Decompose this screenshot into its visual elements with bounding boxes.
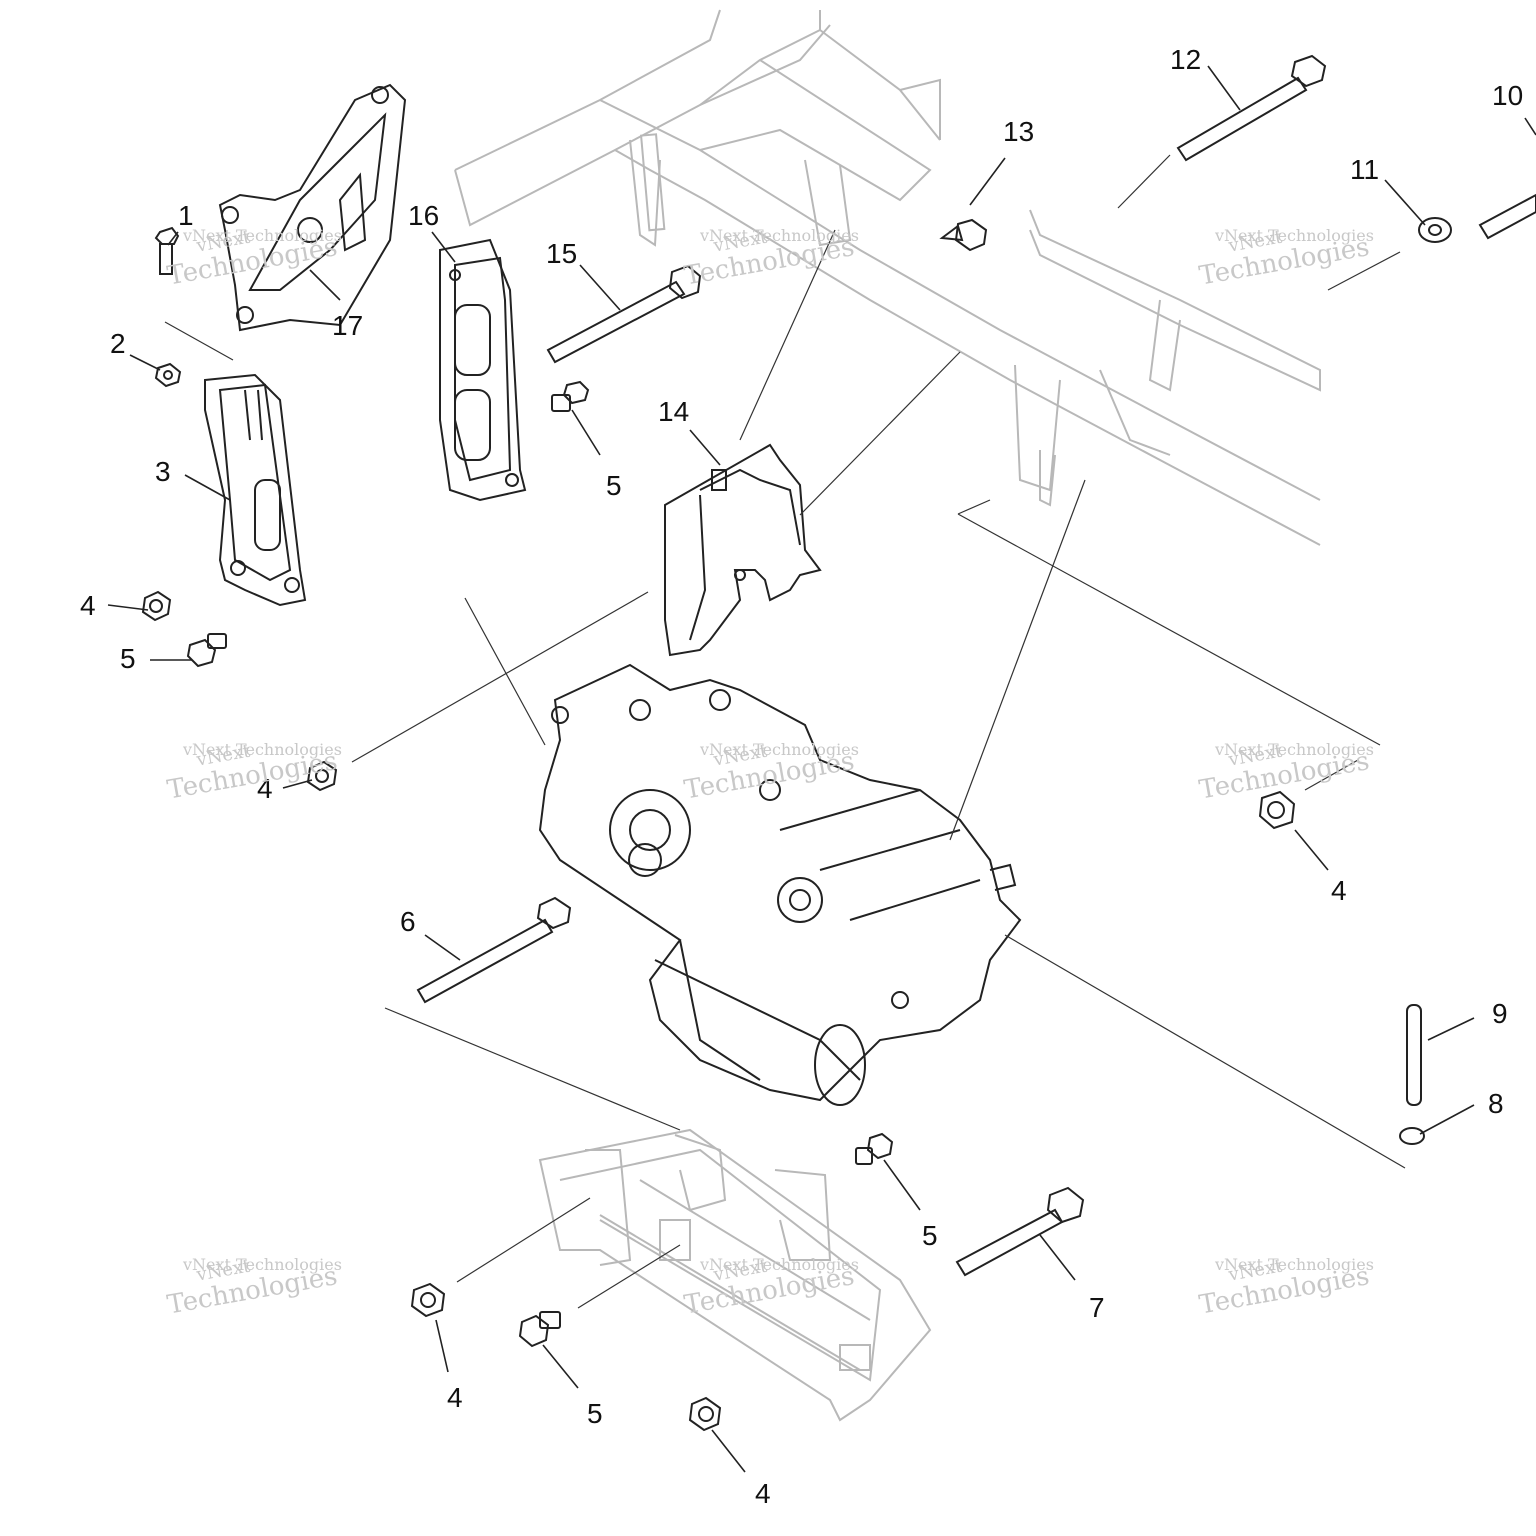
callout-16[interactable]: 16	[408, 200, 440, 231]
bolt-12[interactable]	[1176, 54, 1327, 162]
clip-8[interactable]	[1399, 1127, 1425, 1145]
bolt-10[interactable]	[1478, 193, 1536, 240]
callout-8[interactable]: 8	[1488, 1088, 1504, 1119]
bolt-6[interactable]	[416, 896, 572, 1004]
bolt-5-d[interactable]	[518, 1311, 561, 1348]
nut-4-e[interactable]	[1258, 790, 1296, 830]
callout-5-upper[interactable]: 5	[606, 470, 622, 501]
callout-4-right[interactable]: 4	[1331, 875, 1347, 906]
guard-plate-14[interactable]	[664, 443, 822, 657]
nut-4-c[interactable]	[410, 1282, 446, 1318]
lower-frame	[538, 1128, 932, 1422]
callout-1[interactable]: 1	[178, 200, 194, 231]
upper-frame	[454, 9, 1321, 546]
callout-13[interactable]: 13	[1003, 116, 1035, 147]
nut-4-d[interactable]	[688, 1396, 722, 1432]
callout-14[interactable]: 14	[658, 396, 690, 427]
callout-6[interactable]: 6	[400, 906, 416, 937]
callout-17[interactable]: 17	[332, 310, 364, 341]
bolt-5-c[interactable]	[855, 1132, 894, 1165]
bolt-5-b[interactable]	[551, 380, 590, 412]
callout-5-left[interactable]: 5	[120, 643, 136, 674]
mount-bracket-3[interactable]	[204, 373, 307, 607]
bolt-1[interactable]	[154, 226, 180, 275]
nut-4-b[interactable]	[306, 760, 338, 792]
nut-4-a[interactable]	[141, 590, 172, 622]
bolt-7[interactable]	[955, 1186, 1085, 1277]
nut-2[interactable]	[154, 362, 182, 388]
bolt-5-a[interactable]	[186, 633, 227, 668]
callout-10[interactable]: 10	[1492, 80, 1524, 111]
bolt-13[interactable]	[939, 218, 988, 252]
callout-4-left[interactable]: 4	[80, 590, 96, 621]
callout-4-lower-left[interactable]: 4	[447, 1382, 463, 1413]
callout-5-lower-mid[interactable]: 5	[922, 1220, 938, 1251]
callout-4-mid-left[interactable]: 4	[257, 773, 273, 804]
callout-15[interactable]: 15	[546, 238, 578, 269]
callout-3[interactable]: 3	[155, 456, 171, 487]
callout-2[interactable]: 2	[110, 328, 126, 359]
callout-12[interactable]: 12	[1170, 44, 1202, 75]
alignment-lines	[164, 154, 1406, 1309]
callout-7[interactable]: 7	[1089, 1292, 1105, 1323]
bolt-15[interactable]	[546, 264, 702, 364]
leader-lines	[107, 65, 1536, 1473]
callout-9[interactable]: 9	[1492, 998, 1508, 1029]
washer-11[interactable]	[1418, 217, 1452, 243]
pin-9[interactable]	[1406, 1004, 1422, 1106]
mount-bracket-16[interactable]	[439, 238, 527, 502]
callout-5-lower[interactable]: 5	[587, 1398, 603, 1429]
transmission-assembly[interactable]	[538, 663, 1022, 1106]
callout-4-bottom[interactable]: 4	[755, 1478, 771, 1509]
callout-11[interactable]: 11	[1350, 154, 1380, 185]
bracket-plate-17[interactable]	[218, 83, 407, 332]
